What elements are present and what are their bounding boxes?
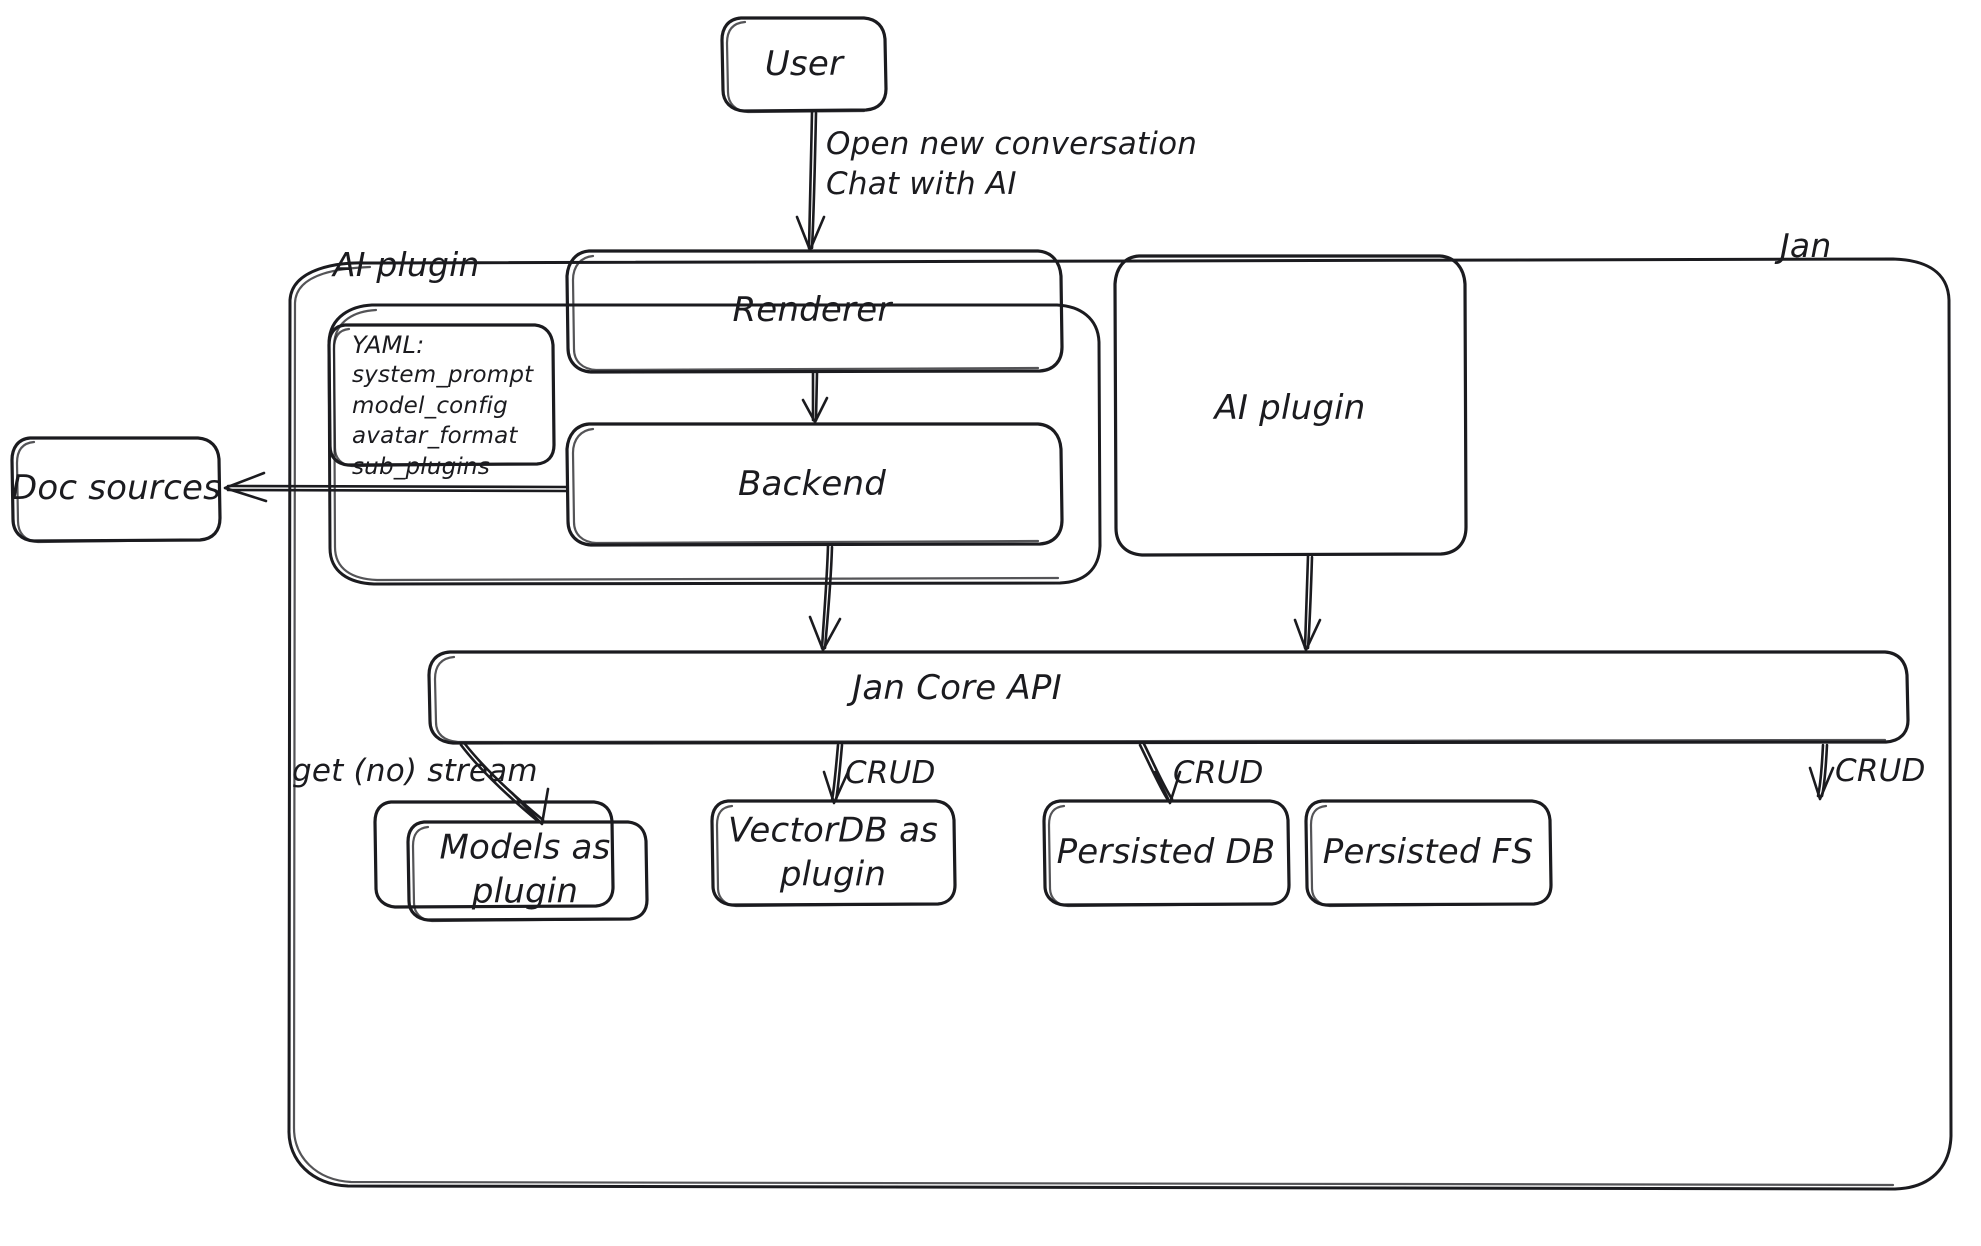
node-vectordb-plugin-box[interactable] <box>710 799 957 908</box>
node-models-plugin-box[interactable] <box>373 800 649 923</box>
node-label-vectordb-plugin: VectorDB as plugin <box>727 810 939 894</box>
node-ai-plugin-right-box[interactable] <box>1113 254 1468 557</box>
node-label-jan-core-api: Jan Core API <box>852 668 1062 709</box>
node-label-persisted-db: Persisted DB <box>1056 832 1276 873</box>
edge-core-to-persisted-fs <box>1808 743 1835 801</box>
edge-label-crud-persisted-db: CRUD <box>1173 755 1264 791</box>
edge-backend-to-core <box>808 544 842 652</box>
edge-label-chat-with-ai: Chat with AI <box>826 166 1017 202</box>
edge-label-crud-persisted-fs: CRUD <box>1835 753 1926 789</box>
edge-user-to-renderer <box>795 110 826 252</box>
edge-label-get-no-stream: get (no) stream <box>292 753 538 789</box>
node-backend-box[interactable] <box>565 422 1064 547</box>
edge-core-to-vectordb <box>822 743 850 805</box>
node-doc-sources-box[interactable] <box>10 436 222 544</box>
yaml-card-keys: system_prompt model_config avatar_format… <box>352 362 534 480</box>
node-label-renderer: Renderer <box>732 290 892 331</box>
group-ai-plugin-container <box>327 303 1102 586</box>
yaml-card-title: YAML: <box>352 331 425 359</box>
node-jan-core-api-box[interactable] <box>427 650 1910 745</box>
edge-core-to-persisted-db <box>1138 742 1182 805</box>
edge-core-to-models <box>459 742 550 826</box>
node-persisted-fs-box[interactable] <box>1304 799 1553 908</box>
edge-label-crud-vectordb: CRUD <box>845 755 936 791</box>
edge-label-open-new-conversation: Open new conversation <box>826 126 1198 162</box>
node-label-doc-sources: Doc sources <box>10 468 222 509</box>
edge-backend-to-doc-sources <box>223 471 568 503</box>
node-yaml-card <box>327 323 556 468</box>
node-label-persisted-fs: Persisted FS <box>1322 832 1534 873</box>
node-renderer-box[interactable] <box>565 249 1064 374</box>
edge-renderer-to-backend <box>801 371 829 424</box>
node-label-models-plugin: Models as plugin <box>439 827 611 911</box>
node-label-ai-plugin-right: AI plugin <box>1214 388 1366 429</box>
group-label-jan: Jan <box>1780 226 1832 265</box>
edge-ai-plugin-to-core <box>1293 554 1322 652</box>
group-jan-container <box>287 257 1953 1191</box>
group-label-ai-plugin: AI plugin <box>333 245 480 284</box>
node-persisted-db-box[interactable] <box>1042 799 1291 908</box>
node-label-user: User <box>764 44 844 85</box>
node-user-box[interactable] <box>720 16 888 114</box>
node-label-backend: Backend <box>738 464 886 505</box>
